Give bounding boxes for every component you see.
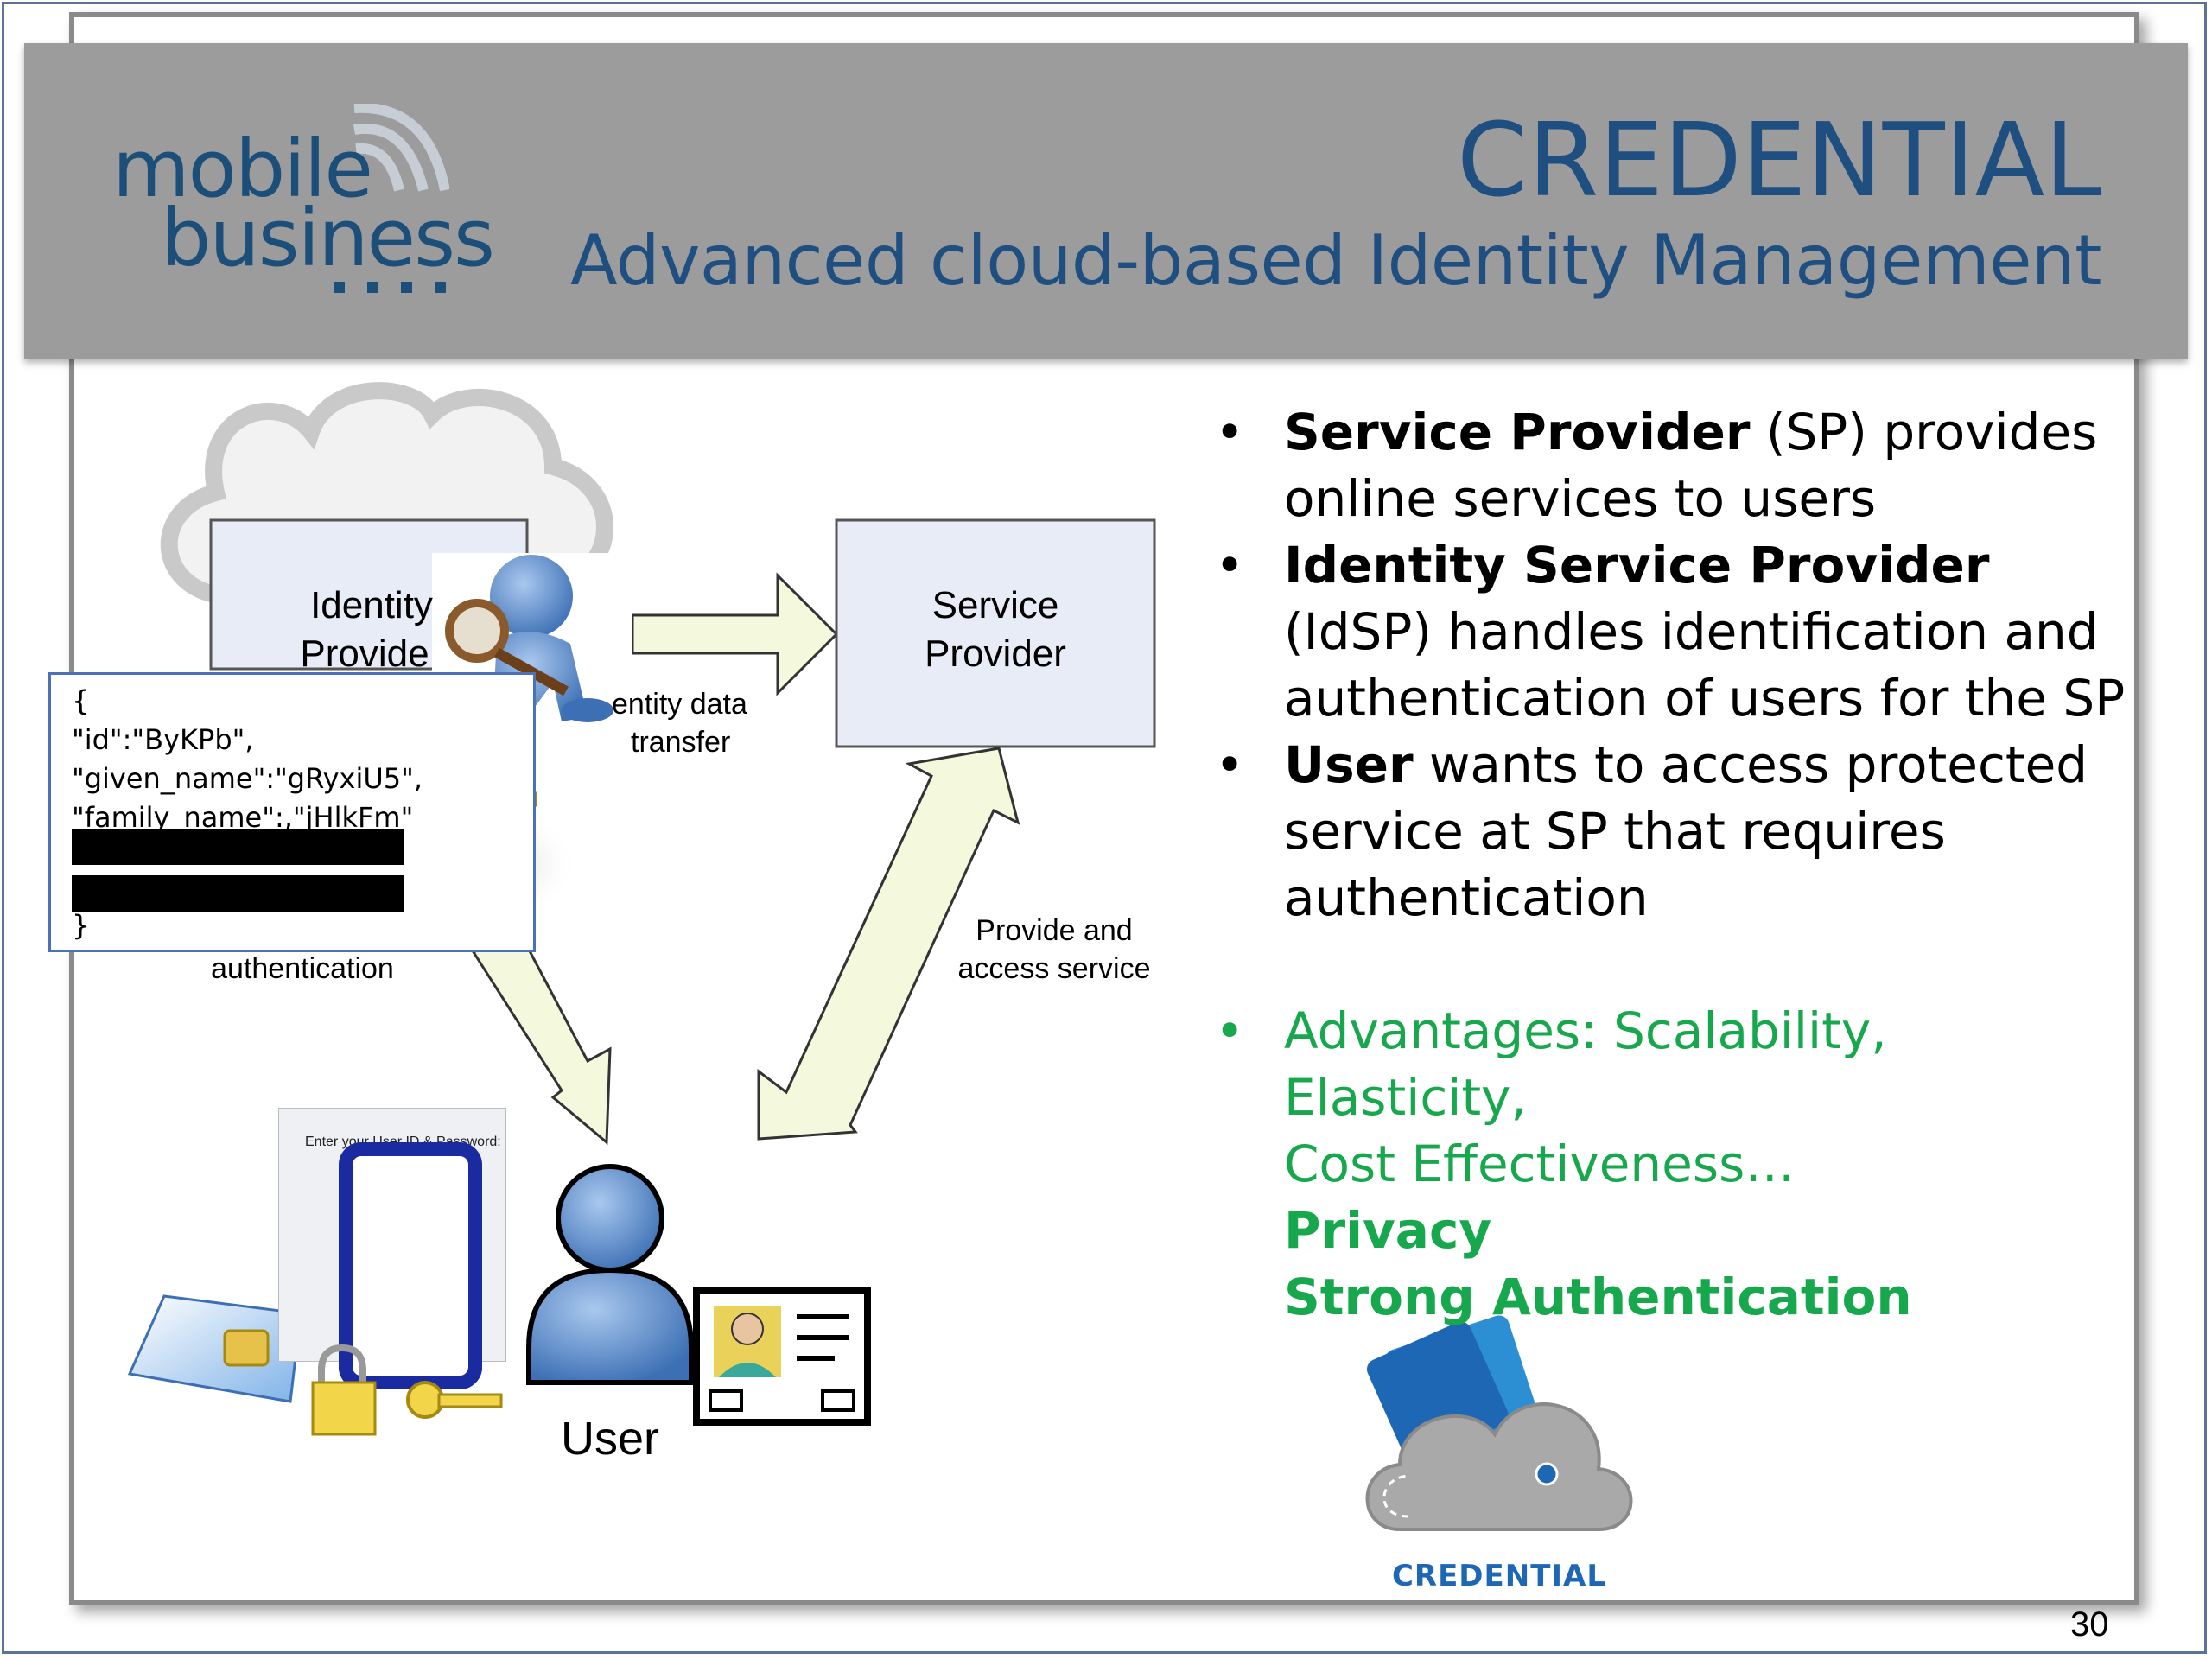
identity-provider-label-line1: Identity <box>310 584 433 626</box>
slide-subtitle: Advanced cloud-based Identity Management <box>569 220 2102 301</box>
bullet-text: authentication of users for the SP <box>1284 669 2126 728</box>
transfer-label-line2: transfer <box>631 726 731 759</box>
bullet-advantages: Advantages: Scalability, Elasticity, Cos… <box>1210 998 2143 1331</box>
json-line: { <box>72 684 90 717</box>
logo-text-business: business <box>161 192 495 284</box>
smartcard-icon <box>127 1294 302 1403</box>
bullet-identity-service-provider: Identity Service Provider (IdSP) handles… <box>1210 532 2143 732</box>
provide-access-arrow <box>757 747 1020 1141</box>
bullet-term: Identity Service Provider <box>1284 536 1990 594</box>
bullet-term: Strong Authentication <box>1284 1268 1912 1326</box>
bullet-text: Cost Effectiveness… <box>1284 1135 1796 1193</box>
redaction-bar <box>72 875 404 912</box>
json-line: "given_name":"gRyxiU5", <box>72 762 423 795</box>
bullet-text: (IdSP) handles identification and <box>1284 602 2099 661</box>
bullet-text: online services to users <box>1284 469 1877 528</box>
credential-logo-caption: CREDENTIAL <box>1391 1559 1607 1593</box>
credential-logo-icon <box>1365 1315 1633 1531</box>
identity-transfer-arrow <box>631 572 839 696</box>
user-label: User <box>560 1413 659 1465</box>
bullet-text: Advantages: Scalability, Elasticity, <box>1284 1001 1887 1127</box>
id-badge-icon <box>693 1287 871 1426</box>
user-icon <box>526 1164 694 1385</box>
provide-label-line1: Provide and <box>976 914 1133 947</box>
bullet-list: Service Provider (SP) provides online se… <box>1210 399 2143 1331</box>
page-number: 30 <box>2070 1605 2109 1643</box>
bullet-text: wants to access protected <box>1413 735 2088 794</box>
json-line: "family_name":,"jHlkFm" <box>72 801 414 834</box>
padlock-front-icon <box>311 1344 377 1436</box>
logo-text-mobile: mobile <box>112 123 373 215</box>
logo-dots <box>334 282 468 297</box>
service-provider-label-line2: Provider <box>925 632 1066 675</box>
smartphone-front-icon <box>339 1142 482 1389</box>
bullet-text: (SP) provides <box>1750 403 2098 461</box>
key-front-icon <box>406 1381 503 1419</box>
service-provider-box <box>835 518 1156 748</box>
service-provider-label-line1: Service <box>931 584 1059 626</box>
transfer-label-line1: entity data <box>612 688 747 721</box>
header-band <box>24 43 2188 359</box>
authentication-label: authentication <box>211 952 394 985</box>
signal-arcs-icon <box>353 104 449 192</box>
slide-title: CREDENTIAL <box>1457 100 2101 219</box>
bullet-user: User wants to access protected service a… <box>1210 732 2143 931</box>
bullet-text: service at SP that requires <box>1284 802 1946 861</box>
bullet-term: User <box>1284 735 1414 794</box>
redaction-bar <box>72 829 404 865</box>
identity-provider-label-line2: Provide <box>300 632 429 675</box>
provide-label-line2: access service <box>957 952 1151 985</box>
bullet-term: Service Provider <box>1284 403 1751 461</box>
bullet-service-provider: Service Provider (SP) provides online se… <box>1210 399 2143 532</box>
json-line: } <box>72 909 90 942</box>
json-line: "id":"ByKPb", <box>72 723 254 756</box>
bullet-term: Privacy <box>1284 1201 1492 1260</box>
mobile-business-logo: mobile business <box>112 104 495 311</box>
json-identity-card: { "id":"ByKPb", "given_name":"gRyxiU5", … <box>48 672 536 952</box>
bullet-text: authentication <box>1284 868 1649 927</box>
